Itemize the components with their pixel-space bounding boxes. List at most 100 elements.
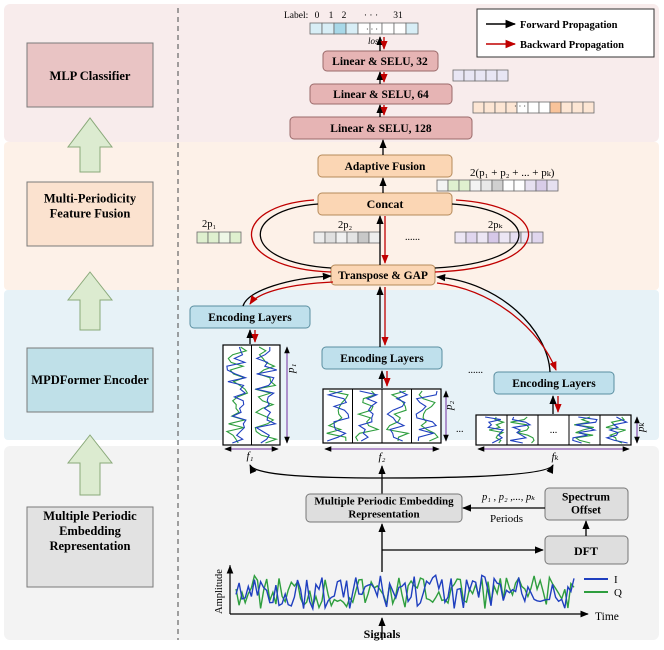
segment-vector-2 xyxy=(313,231,381,244)
encoder-blocks: Encoding Layers Encoding Layers Encoding… xyxy=(189,305,647,463)
legend-i: I xyxy=(614,574,618,586)
legend-backward: Backward Propagation xyxy=(520,40,624,51)
stage-label: MPDFormer Encoder xyxy=(31,373,149,387)
vector-cell xyxy=(480,179,493,192)
segment-label-1: 2p₁ xyxy=(202,219,216,230)
frame-outer-dots: ... xyxy=(456,424,464,435)
vector-cell xyxy=(452,69,465,82)
concat-label: Concat xyxy=(367,197,404,211)
feature-vector-32 xyxy=(452,69,509,82)
time-label: Time xyxy=(595,611,619,623)
vector-cell xyxy=(405,22,419,35)
vector-cell xyxy=(313,231,326,244)
vector-cell xyxy=(513,179,526,192)
vector-cell xyxy=(560,101,573,114)
stage-box xyxy=(26,181,154,247)
segment-label-k: 2pₖ xyxy=(488,220,504,231)
svg-text:...: ... xyxy=(550,425,558,436)
up-arrow-icon xyxy=(66,271,114,331)
vector-cell xyxy=(393,22,407,35)
iq-legend: I Q xyxy=(584,574,622,599)
stage-box xyxy=(26,42,154,108)
vector-cell xyxy=(218,231,231,244)
vector-cell xyxy=(458,179,471,192)
stage-bands xyxy=(4,4,659,640)
encoding-layer-label: Encoding Layers xyxy=(512,378,596,390)
adaptive-fusion-box xyxy=(317,154,453,178)
periods-word: Periods xyxy=(490,513,523,525)
label-prefix: Label: xyxy=(284,11,308,21)
period-frame-k: ... xyxy=(475,414,632,446)
vector-cell xyxy=(491,179,504,192)
vector-cell xyxy=(469,179,482,192)
vector-cell xyxy=(535,179,548,192)
class-label-row: Label: 0 1 2 · · · 31 · · · loss xyxy=(284,11,419,46)
vector-cell xyxy=(494,101,507,114)
vector-cell xyxy=(345,22,359,35)
encoding-layer-label: Encoding Layers xyxy=(340,353,424,365)
encoding-layer-box-k xyxy=(493,371,615,395)
mlp-layers: Linear & SELU, 32 Linear & SELU, 64 Line… xyxy=(289,50,595,140)
segment-label-2: 2p₂ xyxy=(338,220,353,231)
stage-mpdformer-encoder: MPDFormer Encoder xyxy=(26,347,154,413)
vector-cell xyxy=(502,179,515,192)
freq-label-2: f₂ xyxy=(379,451,386,463)
segment-vector-k xyxy=(454,231,544,244)
label-vector: · · · xyxy=(309,22,419,35)
label-tick: 0 xyxy=(315,11,320,21)
amplitude-label: Amplitude xyxy=(214,569,225,614)
legend-forward: Forward Propagation xyxy=(520,20,618,31)
vector-cell xyxy=(346,231,359,244)
stage-box xyxy=(26,506,154,588)
flow-arrows-top xyxy=(250,36,530,273)
vector-cell xyxy=(496,69,509,82)
adaptive-fusion-label: Adaptive Fusion xyxy=(345,161,426,173)
vector-cell xyxy=(381,22,395,35)
encoder-ellipsis: ...... xyxy=(468,365,483,376)
flow-arrows-embedding xyxy=(378,504,590,572)
encoding-layer-box-2 xyxy=(321,346,443,370)
vector-cell xyxy=(454,231,467,244)
periods-list: p₁ , p₂ ,..., pₖ xyxy=(481,492,535,503)
vector-cell xyxy=(582,101,595,114)
vector-cell xyxy=(524,179,537,192)
vector-cell xyxy=(309,22,323,35)
fusion-sum-formula: 2(p₁ + p₂ + ... + pₖ) xyxy=(470,167,555,179)
mlp-layer-box xyxy=(289,116,473,140)
vector-cell xyxy=(357,231,370,244)
label-tick: · · · xyxy=(364,11,378,21)
vector-cell xyxy=(527,101,540,114)
feature-vector-64 xyxy=(472,101,595,114)
vector-cell xyxy=(531,231,544,244)
vector-cell xyxy=(335,231,348,244)
transpose-gap-label: Transpose & GAP xyxy=(338,270,428,282)
signals-label: Signals xyxy=(364,627,401,641)
mlp-layer-label: Linear & SELU, 64 xyxy=(333,89,429,101)
vector-cell xyxy=(549,101,562,114)
vector-dots: · · · xyxy=(366,25,378,34)
flow-arrows-encoder xyxy=(242,272,562,494)
vector-cell xyxy=(333,22,347,35)
vector-cell xyxy=(321,22,335,35)
stage-up-arrows xyxy=(66,117,114,496)
mlp-layer-label: Linear & SELU, 32 xyxy=(332,56,428,68)
vector-cell xyxy=(474,69,487,82)
period-label-2: p₂ xyxy=(443,401,455,412)
concat-vector xyxy=(436,179,559,192)
up-arrow-icon xyxy=(66,434,114,496)
vector-cell xyxy=(207,231,220,244)
segment-vector-1 xyxy=(196,231,242,244)
vector-cell xyxy=(436,179,449,192)
stage-label: MLP Classifier xyxy=(50,69,131,83)
fusion-blocks: Adaptive Fusion 2(p₁ + p₂ + ... + pₖ) Co… xyxy=(196,154,559,286)
loss-label: loss xyxy=(368,36,383,46)
stage-box xyxy=(26,347,154,413)
propagation-legend: Forward Propagation Backward Propagation xyxy=(476,8,655,58)
period-frame-2 xyxy=(322,388,442,444)
period-frame-1 xyxy=(222,344,281,446)
